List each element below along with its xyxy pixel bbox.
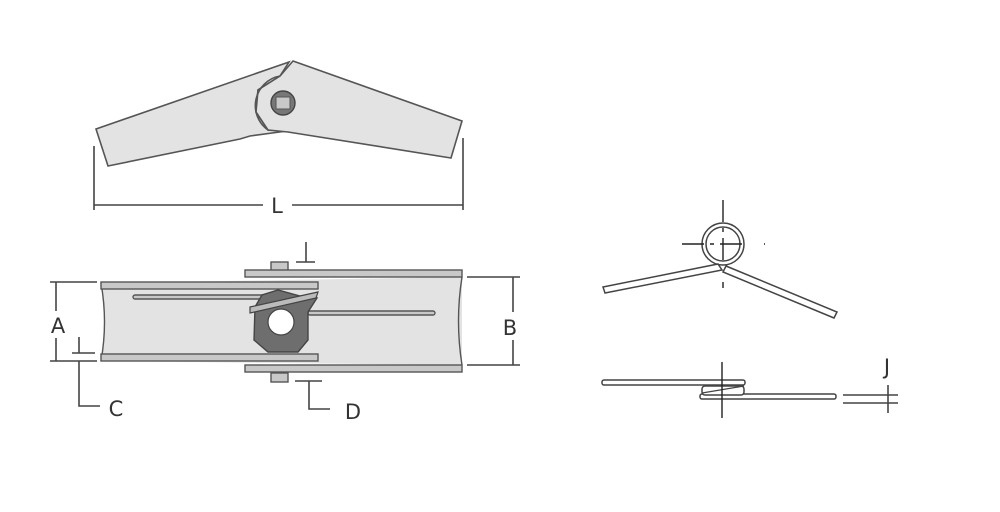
label-B: B xyxy=(503,316,517,340)
bolt-hole xyxy=(267,308,295,336)
dimension-J: J xyxy=(843,355,898,413)
dimension-A: A xyxy=(50,281,97,362)
label-A: A xyxy=(51,314,66,338)
dimension-L: L xyxy=(93,138,464,218)
side-view xyxy=(100,261,463,383)
dimension-C: C xyxy=(72,337,123,421)
spring-front-view xyxy=(602,200,839,319)
left-wing-top-plate xyxy=(100,281,319,290)
left-rod xyxy=(132,294,269,300)
right-wing-top-plate xyxy=(244,269,463,278)
dimension-B: B xyxy=(467,276,520,366)
label-C: C xyxy=(109,397,124,421)
left-wing-bottom-plate xyxy=(100,353,319,362)
label-L: L xyxy=(271,194,283,218)
right-rod xyxy=(307,310,436,316)
wing-top-view xyxy=(94,60,463,167)
dimension-D: D xyxy=(295,242,361,424)
label-J: J xyxy=(882,355,890,379)
spring-side-view xyxy=(601,362,837,418)
label-D: D xyxy=(345,400,361,424)
bolt-bottom xyxy=(270,372,289,383)
right-wing-bottom-plate xyxy=(244,364,463,373)
